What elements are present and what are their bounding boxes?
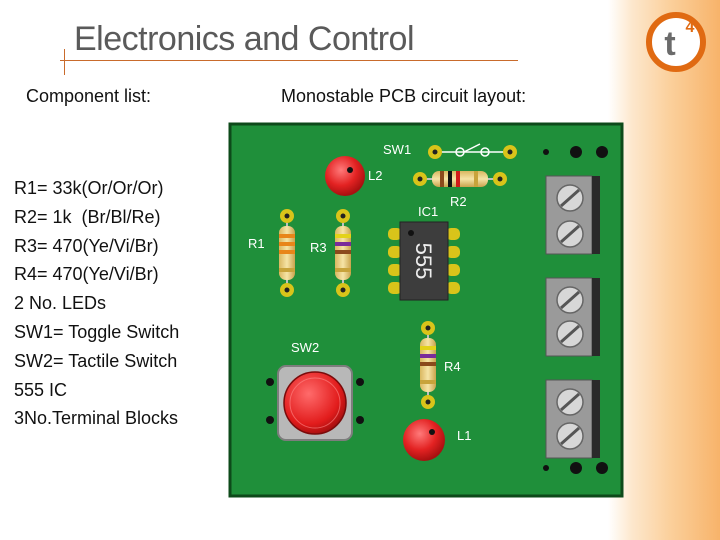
component-list-heading: Component list:	[26, 86, 152, 106]
r1-resistor: R1	[248, 209, 295, 297]
decorative-side-bar	[608, 0, 720, 540]
l2-led: L2	[325, 156, 382, 196]
component-item: R1= 33k(Or/Or/Or)	[14, 178, 164, 198]
component-item: 3No.Terminal Blocks	[14, 408, 179, 429]
page-title: Electronics and Control	[74, 20, 415, 58]
r2-resistor: R2	[413, 171, 507, 209]
r2-label: R2	[450, 194, 467, 209]
l1-label: L1	[457, 428, 471, 443]
component-item: 2 No. LEDs	[14, 293, 107, 314]
component-item: 555 IC	[14, 379, 68, 400]
ic-chip-label: 555	[411, 243, 436, 280]
r3-resistor: R3	[310, 209, 351, 297]
r3-label: R3	[310, 240, 327, 255]
l2-label: L2	[368, 168, 382, 183]
component-item: SW2= Tactile Switch	[14, 350, 178, 371]
sw1-toggle-switch: SW1	[383, 142, 517, 159]
r4-label: R4	[444, 359, 461, 374]
terminal-block-3	[545, 379, 600, 459]
component-item: R4= 470(Ye/Vi/Br)	[14, 264, 159, 285]
r4-resistor: R4	[420, 321, 461, 409]
logo-superscript: 4	[686, 19, 695, 36]
pcb-layout-heading: Monostable PCB circuit layout:	[281, 86, 527, 106]
ic1-555-chip: IC1 555	[388, 204, 460, 301]
component-list: R1= 33k(Or/Or/Or) R2= 1k (Br/Bl/Re) R3= …	[14, 174, 179, 433]
sw2-tactile-switch: SW2	[266, 340, 364, 441]
sw1-label: SW1	[383, 142, 411, 157]
logo-letter: t	[664, 25, 675, 63]
l1-led: L1	[403, 419, 471, 461]
t4-logo: t 4	[646, 12, 706, 72]
component-item: R3= 470(Ye/Vi/Br)	[14, 235, 159, 256]
component-item: SW1= Toggle Switch	[14, 321, 180, 342]
sw2-label: SW2	[291, 340, 319, 355]
terminal-block-1	[545, 175, 600, 255]
ic1-label: IC1	[418, 204, 438, 219]
title-cross-mark	[64, 49, 65, 75]
terminal-block-2	[545, 277, 600, 357]
title-underline	[60, 60, 518, 61]
r1-label: R1	[248, 236, 265, 251]
pcb-layout-diagram: SW1 L2 R2 R1	[228, 122, 624, 498]
component-item: R2= 1k (Br/Bl/Re)	[14, 206, 161, 227]
